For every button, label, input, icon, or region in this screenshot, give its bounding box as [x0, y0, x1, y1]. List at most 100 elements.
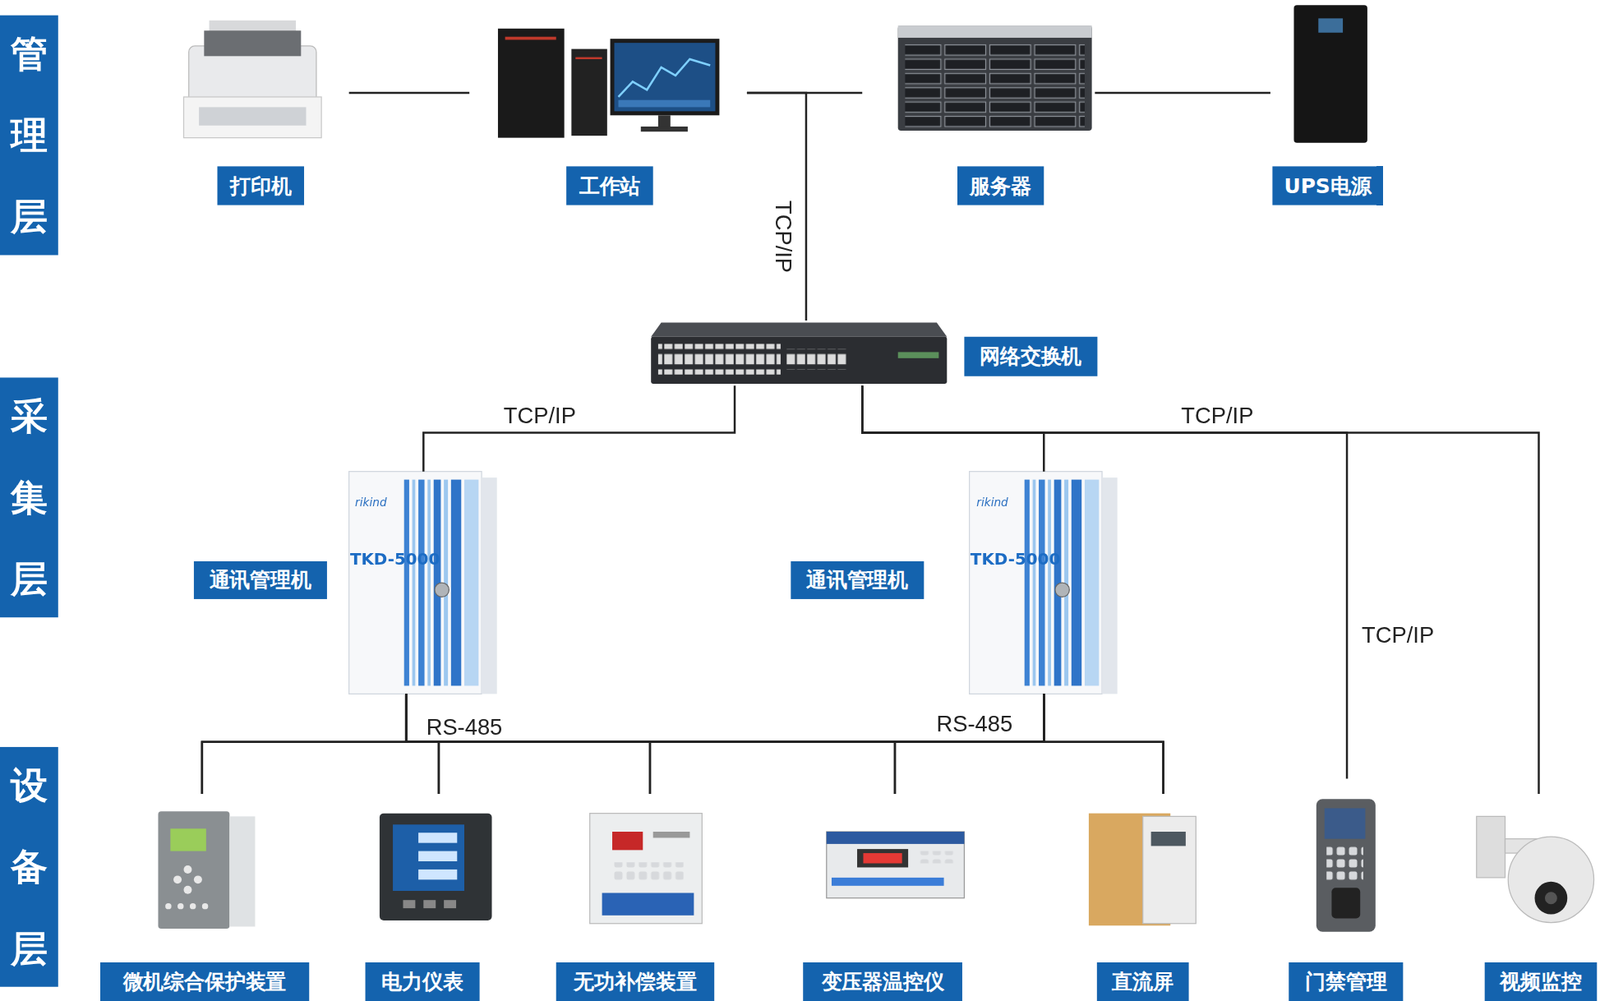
protection-device-illustration — [165, 903, 171, 909]
dc-panel-illustration — [1088, 813, 1196, 927]
compensation-device-illustration — [612, 831, 643, 850]
ups-illustration — [1293, 4, 1367, 143]
compensation-device-illustration — [653, 831, 691, 838]
model-name: TKD-5000 — [350, 548, 440, 569]
server-illustration — [898, 25, 1093, 131]
camera-illustration — [1507, 836, 1594, 923]
temperature-controller-illustration — [831, 877, 945, 886]
protocol-label: TCP/IP — [1180, 402, 1254, 429]
power-meter-illustration — [418, 869, 457, 880]
protection-device-illustration — [184, 865, 193, 874]
layer-band: 采集层 — [0, 377, 59, 618]
camera-illustration — [1544, 891, 1558, 904]
dc-panel-illustration — [1143, 816, 1197, 923]
brand-name: rikind — [976, 495, 1008, 509]
switch-illustration — [650, 336, 947, 384]
power-meter-illustration — [423, 899, 436, 909]
protection-device-illustration — [173, 875, 182, 884]
power-meter-illustration — [379, 813, 493, 921]
connector-line — [349, 92, 471, 94]
device-label: 电力仪表 — [365, 962, 480, 1001]
power-meter-illustration — [418, 851, 457, 862]
workstation-illustration — [505, 36, 557, 41]
workstation-illustration — [610, 38, 720, 116]
connector-line — [1094, 92, 1271, 94]
camera-illustration — [1535, 881, 1568, 915]
power-meter-illustration — [402, 899, 415, 909]
server-illustration — [904, 42, 1085, 129]
access-control-illustration — [1324, 807, 1366, 839]
switch-illustration — [898, 351, 940, 358]
power-meter-illustration — [379, 813, 493, 921]
access-control-illustration — [1316, 798, 1376, 932]
workstation-illustration — [497, 28, 565, 139]
temperature-controller-illustration — [918, 851, 955, 864]
protection-device-illustration — [189, 903, 196, 909]
access-control-illustration — [1326, 844, 1364, 882]
ups-node: UPS电源 — [1270, 0, 1393, 210]
connector-line — [202, 693, 1044, 794]
device-label: UPS电源 — [1272, 165, 1383, 205]
device-node: 视频监控 — [1474, 793, 1597, 1001]
protection-device-illustration — [229, 816, 255, 927]
camera-illustration — [1476, 816, 1595, 923]
protocol-label: TCP/IP — [769, 200, 796, 273]
protocol-label: RS-485 — [936, 710, 1014, 738]
switch-illustration — [650, 322, 947, 384]
workstation-illustration — [617, 100, 711, 108]
device-node: 门禁管理 — [1288, 778, 1403, 1001]
connector-line — [423, 385, 735, 471]
device-label: 视频监控 — [1484, 962, 1598, 1001]
compensation-device-illustration — [612, 862, 684, 883]
power-meter-illustration — [418, 832, 457, 843]
device-label: 工作站 — [566, 165, 654, 205]
layer-name: 设备层 — [0, 746, 59, 987]
protection-device-illustration — [157, 811, 255, 929]
temperature-controller-illustration — [826, 831, 965, 899]
device-label: 网络交换机 — [963, 336, 1097, 376]
layer-name: 管理层 — [0, 15, 59, 256]
connector-line — [202, 693, 406, 794]
workstation-illustration — [614, 42, 716, 111]
connector-line — [862, 385, 1044, 471]
switch-illustration — [650, 322, 947, 337]
protection-device-illustration — [184, 885, 193, 895]
protection-device-illustration — [170, 828, 206, 851]
device-label: 门禁管理 — [1288, 962, 1403, 1001]
workstation-node: 工作站 — [469, 9, 747, 209]
switch-node: 网络交换机 — [650, 320, 1098, 386]
camera-illustration — [1476, 816, 1506, 878]
access-control-illustration — [1316, 798, 1376, 932]
workstation-illustration — [497, 28, 720, 139]
compensation-device-illustration — [590, 813, 703, 924]
device-node: 微机综合保护装置 — [100, 793, 310, 1001]
protocol-label: TCP/IP — [1361, 622, 1435, 649]
printer-illustration — [203, 30, 301, 56]
switch-illustration — [785, 349, 848, 370]
workstation-illustration — [640, 126, 688, 132]
brand-name: rikind — [355, 495, 387, 509]
connector-line — [650, 693, 1044, 794]
communication-cabinet — [969, 471, 1118, 695]
device-label: 服务器 — [957, 165, 1045, 205]
ups-illustration — [1318, 18, 1343, 33]
protection-device-illustration — [193, 875, 203, 884]
connector-line — [405, 693, 1163, 794]
protection-device-illustration — [177, 903, 184, 909]
device-node: 直流屏 — [1086, 793, 1196, 1001]
printer-illustration — [198, 106, 306, 125]
server-illustration — [898, 25, 1093, 38]
model-name: TKD-5000 — [970, 548, 1061, 569]
communication-cabinet — [349, 471, 498, 695]
connector-line — [746, 92, 807, 321]
layer-band: 设备层 — [0, 746, 59, 987]
connector-line — [1043, 693, 1163, 794]
workstation-illustration — [617, 59, 711, 97]
protection-device-illustration — [202, 903, 208, 909]
workstation-illustration — [658, 115, 671, 128]
dc-panel-illustration — [1151, 831, 1186, 846]
temperature-controller-illustration — [857, 848, 909, 867]
